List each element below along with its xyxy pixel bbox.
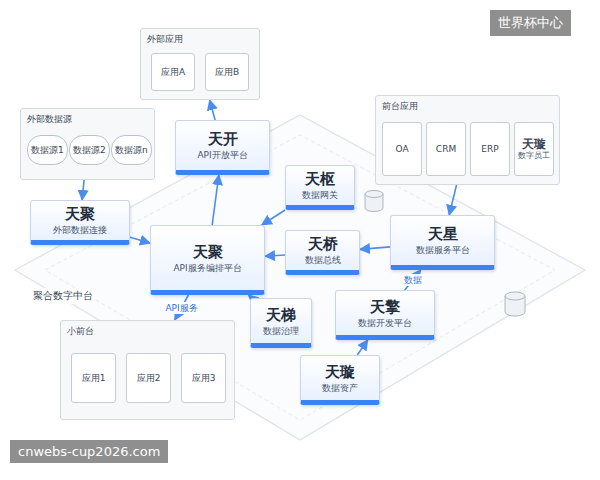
platform-box: 天聚外部数据连接 [30,200,130,245]
edge-label: 数据 [402,274,424,286]
front-panel: 前台应用 OA CRM ERP 天璇数字员工 [375,95,560,185]
app-box: CRM [426,122,466,176]
node-title: 数据源n [115,144,148,156]
platform-box: 天梯数据治理 [250,298,312,348]
flow-arrow [82,180,84,200]
node-title: ERP [481,143,498,155]
node-title: 数据源2 [73,144,106,156]
platform-box: 天枢数据网关 [285,165,355,210]
bridge-box: 天桥数据总线 [285,230,360,275]
node-title: 小前台 [67,325,228,337]
node-subtitle: 外部数据连接 [53,224,107,236]
node-title: 天擎 [370,298,400,317]
app-box: 应用1 [71,353,116,403]
node-title: CRM [436,143,456,155]
node-subtitle: API服务编排平台 [173,262,241,274]
node-subtitle: 数据总线 [305,254,341,266]
node-title: 应用1 [82,372,106,384]
flow-arrow [449,185,456,215]
band-label: 聚合数字中台 [30,288,96,304]
watermark: cnwebs-cup2026.com [10,440,168,463]
node-title: 天开 [208,130,238,149]
node-subtitle: 数据网关 [302,189,338,201]
flow-arrow [130,237,150,243]
app-box: 天璇数字员工 [514,122,554,176]
flow-arrow [210,100,215,120]
node-title: 天星 [428,225,458,244]
flow-arrow [360,247,390,250]
node-title: 天梯 [266,306,296,325]
node-subtitle: 数据治理 [263,325,299,337]
platform-box: 天开API开放平台 [175,120,270,175]
app-box: 应用2 [126,353,171,403]
cloud-source: 数据源1 [27,135,68,165]
watermark: 世界杯中心 [490,10,571,36]
node-title: 天聚 [193,243,223,262]
node-title: 天枢 [305,170,335,189]
cloud-source: 数据源n [111,135,152,165]
platform-box: 天璇数据资产 [300,355,380,405]
node-subtitle: API开放平台 [197,149,247,161]
app-box: 应用A [151,53,195,91]
node-title: 应用B [215,66,239,78]
node-title: 外部数据源 [27,113,148,125]
node-title: 外部应用 [147,33,253,45]
node-subtitle: 数据服务平台 [416,244,470,256]
app-panel: 外部应用应用A 应用B [140,28,260,100]
flow-arrow [357,340,367,355]
node-title: 应用2 [137,372,161,384]
node-subtitle: 数字员工 [518,150,550,161]
platform-box: 天星数据服务平台 [390,215,495,270]
platform-outline [15,115,585,440]
node-title: 数据源1 [31,144,64,156]
app-box: OA [382,122,422,176]
mini-front-panel: 小前台应用1 应用2 应用3 [60,320,235,420]
flow-arrow [212,175,219,225]
node-title: 应用3 [192,372,216,384]
platform-box: 天擎数据开发平台 [335,290,435,340]
platform-box: 天聚API服务编排平台 [150,225,265,295]
node-subtitle: 数据开发平台 [358,317,412,329]
source-panel: 外部数据源数据源1 数据源2 数据源n [20,108,155,180]
app-box: ERP [470,122,510,176]
node-title: 天璇 [325,363,355,382]
cloud-source: 数据源2 [69,135,110,165]
node-subtitle: 数据资产 [322,382,358,394]
flow-arrow [262,210,285,225]
edge-label: API服务 [163,302,199,314]
node-title: 应用A [161,66,185,78]
app-box: 应用3 [181,353,226,403]
node-title: 天聚 [65,205,95,224]
flow-arrow [265,255,285,256]
node-title: OA [395,143,408,155]
app-box: 应用B [205,53,249,91]
node-title: 天璇 [522,138,546,150]
node-title: 天桥 [308,235,338,254]
node-title: 前台应用 [382,100,553,112]
